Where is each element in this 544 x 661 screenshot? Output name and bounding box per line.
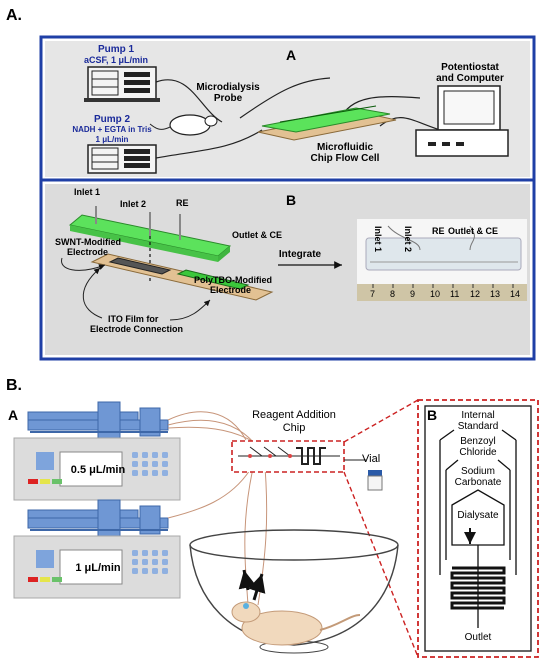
keypad-key (162, 559, 168, 565)
keypad-key (152, 461, 158, 467)
internal-standard-1: Internal (461, 410, 494, 421)
keypad-key (132, 568, 138, 574)
ruler-tick-label: 7 (370, 289, 375, 299)
keypad-key (152, 568, 158, 574)
syringe-pump-2 (13, 499, 181, 599)
ruler-tick-label: 8 (390, 289, 395, 299)
ruler-tick-label: 14 (510, 289, 520, 299)
ito-label-2: Electrode Connection (90, 324, 183, 334)
keypad-key (132, 452, 138, 458)
panel-b-label: B. (6, 377, 22, 394)
benzoyl-2: Chloride (459, 447, 497, 458)
probe-label-1: Microdialysis (196, 82, 260, 93)
swnt-label-1: SWNT-Modified (55, 237, 121, 247)
polytbo-label-1: PolyTBO-Modified (194, 275, 272, 285)
keypad-key (132, 470, 138, 476)
keypad-key (162, 550, 168, 556)
pump1-device (84, 66, 160, 102)
section-b-label: B (286, 192, 296, 208)
dialysate-label: Dialysate (457, 510, 499, 521)
pump2-title: Pump 2 (94, 114, 131, 125)
chip-label-2: Chip Flow Cell (311, 153, 380, 164)
chip-exploded-view (68, 206, 274, 301)
pump2-line1: NADH + EGTA in Tris (72, 125, 152, 134)
ito-label-1: ITO Film for (108, 314, 159, 324)
pump2-line2: 1 μL/min (96, 135, 129, 144)
keypad-key (132, 550, 138, 556)
pump2-keypad (132, 550, 168, 574)
sodium-1: Sodium (461, 466, 495, 477)
keypad-key (142, 550, 148, 556)
serpentine-mixer (450, 566, 506, 610)
polytbo-label-2: Electrode (210, 285, 251, 295)
syringe-pump-1 (13, 401, 181, 501)
potentiostat-label-1: Potentiostat (441, 62, 499, 73)
sodium-2: Carbonate (455, 477, 502, 488)
keypad-key (132, 559, 138, 565)
vial-label: Vial (362, 453, 380, 465)
pump1-keypad (132, 452, 168, 476)
pump1-rate: 0.5 μL/min (71, 464, 126, 476)
keypad-key (132, 461, 138, 467)
keypad-key (142, 461, 148, 467)
outlet-ce-label: Outlet & CE (232, 230, 282, 240)
computer-icon (415, 85, 509, 157)
probe-label-2: Probe (214, 93, 243, 104)
integrate-label: Integrate (279, 249, 322, 260)
chip-photo (357, 219, 527, 301)
ruler-tick-label: 11 (450, 289, 459, 299)
ruler-tick-label: 10 (430, 289, 440, 299)
keypad-key (152, 452, 158, 458)
keypad-key (162, 568, 168, 574)
keypad-key (142, 452, 148, 458)
pump2-rate: 1 μL/min (75, 562, 121, 574)
chip-label-1: Microfluidic (317, 142, 374, 153)
pump1-subtitle: aCSF, 1 μL/min (84, 55, 148, 65)
mouse-illustration (149, 114, 218, 136)
keypad-key (162, 470, 168, 476)
keypad-key (142, 559, 148, 565)
reagent-chip-label-1: Reagent Addition (252, 409, 336, 421)
vial (367, 470, 383, 491)
inlet1-label: Inlet 1 (74, 187, 100, 197)
keypad-key (152, 559, 158, 565)
rat-illustration (231, 601, 361, 646)
photo-re: RE (432, 226, 445, 236)
pump1-title: Pump 1 (98, 44, 135, 55)
re-label: RE (176, 198, 189, 208)
ruler-tick-label: 13 (490, 289, 500, 299)
section-b-a-label: A (8, 407, 18, 423)
outlet-label: Outlet (465, 632, 492, 643)
pump2-device (87, 144, 157, 174)
microfluidic-chip (257, 105, 397, 141)
section-a-label: A (286, 47, 296, 63)
keypad-key (142, 470, 148, 476)
keypad-key (162, 461, 168, 467)
keypad-key (162, 452, 168, 458)
ruler-scale: 7 8 9 10 11 12 13 14 (370, 284, 520, 299)
potentiostat-label-2: and Computer (436, 73, 504, 84)
keypad-key (152, 470, 158, 476)
reagent-chip (231, 440, 345, 473)
ruler-tick-label: 12 (470, 289, 480, 299)
zoom-line-top (343, 399, 419, 443)
swnt-label-2: Electrode (67, 247, 108, 257)
reagent-chip-label-2: Chip (283, 422, 306, 434)
inset-label: B (427, 407, 437, 423)
keypad-key (152, 550, 158, 556)
benzoyl-1: Benzoyl (460, 436, 496, 447)
panel-a-frame (39, 35, 536, 361)
photo-inlet1: Inlet 1 (373, 226, 383, 252)
photo-inlet2: Inlet 2 (403, 226, 413, 252)
keypad-key (142, 568, 148, 574)
inlet2-label: Inlet 2 (120, 199, 146, 209)
ruler-tick-label: 9 (410, 289, 415, 299)
internal-standard-2: Standard (458, 421, 499, 432)
panel-a-label: A. (6, 7, 22, 24)
photo-outlet: Outlet & CE (448, 226, 498, 236)
zoom-line-bottom (343, 471, 419, 658)
